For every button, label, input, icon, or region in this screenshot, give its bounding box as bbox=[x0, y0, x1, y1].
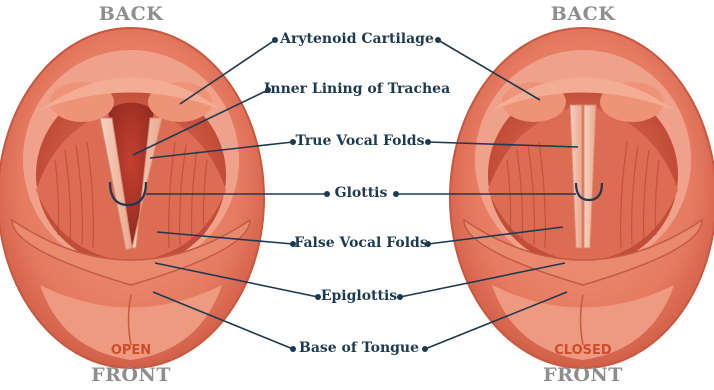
label-false-vocal-folds: False Vocal Folds bbox=[294, 235, 427, 251]
label-true-vocal-folds: True Vocal Folds bbox=[296, 133, 425, 149]
label-arytenoid-cartilage: Arytenoid Cartilage bbox=[280, 31, 434, 47]
left-back-label: BACK bbox=[96, 3, 166, 25]
label-base-of-tongue: Base of Tongue bbox=[299, 340, 419, 356]
label-epiglottis: Epiglottis bbox=[321, 288, 397, 304]
closed-state-label: CLOSED bbox=[538, 343, 628, 358]
left-front-label: FRONT bbox=[86, 364, 176, 386]
right-front-label: FRONT bbox=[538, 364, 628, 386]
label-glottis: Glottis bbox=[335, 185, 388, 201]
label-inner-lining-of-trachea: Inner Lining of Trachea bbox=[264, 81, 450, 97]
open-state-label: OPEN bbox=[96, 343, 166, 358]
open-larynx-illustration bbox=[0, 28, 264, 368]
right-back-label: BACK bbox=[548, 3, 618, 25]
